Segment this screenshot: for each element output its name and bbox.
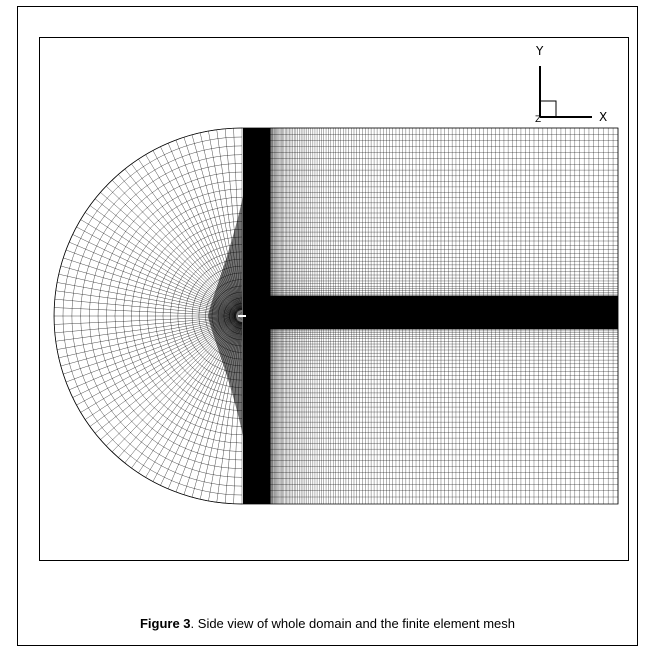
- finite-element-mesh: Y X Z: [53, 44, 619, 505]
- z-axis-label: Z: [535, 115, 541, 125]
- dense-vertical-band: [243, 128, 270, 504]
- figure-frame: Y X Z: [39, 37, 629, 561]
- x-axis-label: X: [599, 110, 607, 124]
- dense-fan-region: [208, 196, 243, 436]
- caption-label: Figure 3: [139, 616, 191, 631]
- dense-bands: [208, 128, 618, 504]
- body-mark: [238, 315, 246, 317]
- z-axis-box: [539, 100, 557, 118]
- caption-text: . Side view of whole domain and the fini…: [190, 616, 516, 631]
- y-axis-label: Y: [535, 44, 544, 58]
- figure-caption: Figure 3. Side view of whole domain and …: [17, 616, 638, 631]
- axis-triad: Y X Z: [535, 44, 607, 125]
- dense-wake-band: [270, 296, 618, 329]
- mesh-outline: [53, 127, 619, 505]
